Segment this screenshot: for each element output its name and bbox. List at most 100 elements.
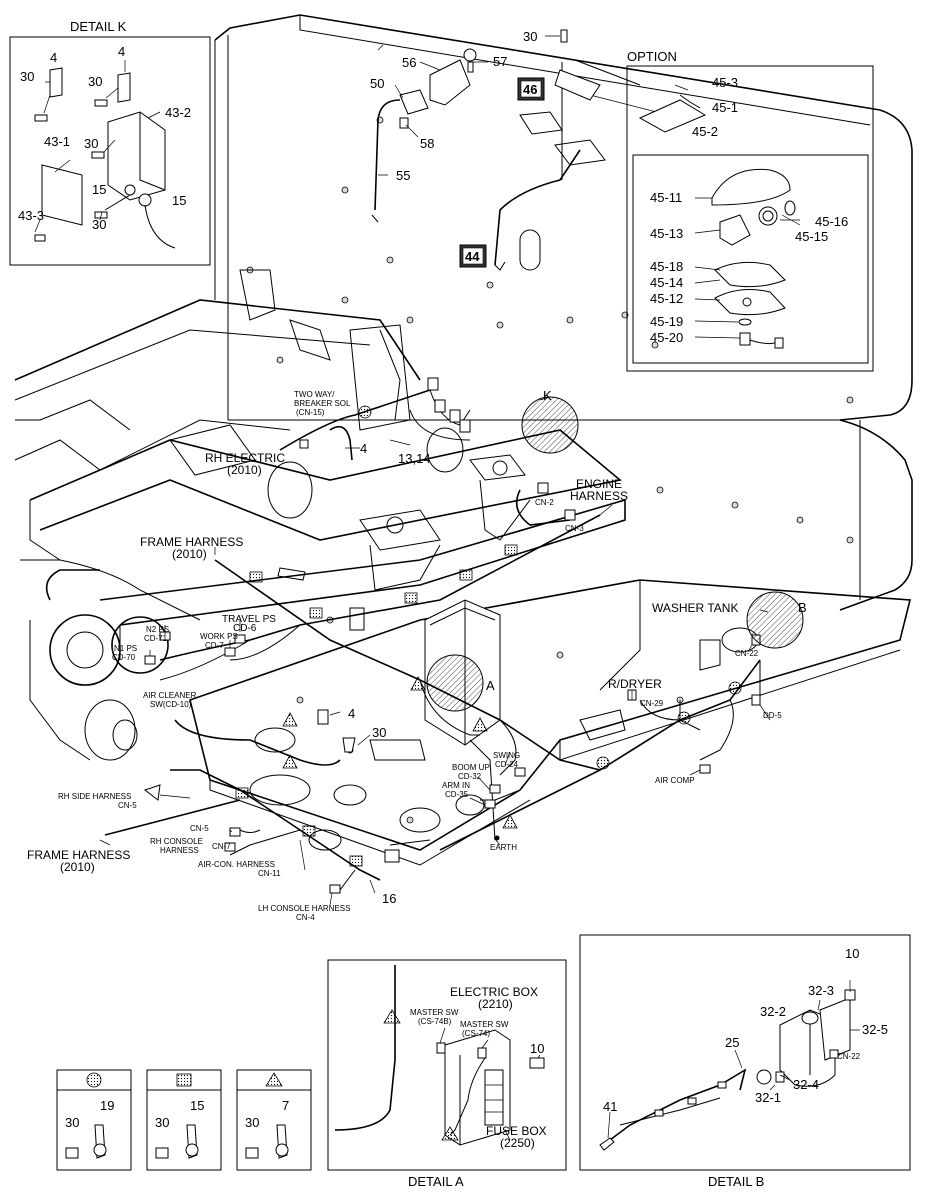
connector-label: CN-3 — [565, 524, 584, 533]
part-label: 46 — [523, 82, 537, 97]
detail-a-label: FUSE BOX — [486, 1124, 547, 1138]
connector-label: SWING — [493, 751, 520, 760]
detail-a-label: (2250) — [500, 1136, 535, 1150]
connector-label: CN-4 — [296, 913, 315, 922]
connector-label: CN-22 — [735, 649, 759, 658]
detail-a-title: DETAIL A — [408, 1174, 464, 1189]
engine-harness-label: ENGINE — [576, 477, 622, 491]
connector-label: LH CONSOLE HARNESS — [258, 904, 350, 913]
connector-label: DD-5 — [763, 711, 782, 720]
legend-clamp-circle — [56, 1069, 132, 1171]
detail-b-marker-circle — [746, 591, 804, 649]
detail-a-label: ELECTRIC BOX — [450, 985, 538, 999]
wire-harness — [104, 59, 761, 891]
part-label: 56 — [402, 55, 416, 70]
detail-a-panel — [327, 959, 567, 1171]
clamp-symbols — [235, 405, 742, 867]
connector-label: CN-5 — [190, 824, 209, 833]
washer-tank-label: WASHER TANK — [652, 601, 738, 615]
detail-b-marker: B — [798, 600, 807, 615]
two-way-sol-label: (CN-15) — [296, 408, 325, 417]
air-cleaner-label: SW(CD-10) — [150, 700, 192, 709]
option-label: 45-19 — [650, 314, 683, 329]
detail-a-marker-circle — [426, 654, 484, 712]
connector-label: N1 PS — [114, 644, 137, 653]
part-label: 58 — [420, 136, 434, 151]
option-label: 45-18 — [650, 259, 683, 274]
detail-k-label: 15 — [92, 182, 106, 197]
two-way-sol-label: TWO WAY/ — [294, 390, 335, 399]
connector-label: WORK PS — [200, 632, 238, 641]
detail-b-label: 41 — [603, 1099, 617, 1114]
connector-label: CD-7 — [205, 641, 224, 650]
callout-label: 30 — [372, 725, 386, 740]
two-way-sol-label: BREAKER SOL — [294, 399, 351, 408]
detail-k-marker: K — [543, 388, 552, 403]
part-label: 57 — [493, 54, 507, 69]
detail-a-label: MASTER SW — [460, 1020, 509, 1029]
connector-label: BOOM UP — [452, 763, 490, 772]
detail-k-label: 43-2 — [165, 105, 191, 120]
legend-clamp-triangle — [236, 1069, 312, 1171]
detail-b-label: 32-3 — [808, 983, 834, 998]
detail-b-title: DETAIL B — [708, 1174, 764, 1189]
main-frame-drawing — [14, 14, 913, 866]
legend-label: 30 — [155, 1115, 169, 1130]
connector-label: N2 PS — [146, 625, 169, 634]
connector-label: RH CONSOLE — [150, 837, 203, 846]
detail-b-label: 32-5 — [862, 1022, 888, 1037]
legend-label: 19 — [100, 1098, 114, 1113]
part-label: 50 — [370, 76, 384, 91]
detail-b-label: 32-2 — [760, 1004, 786, 1019]
detail-k-label: 30 — [84, 136, 98, 151]
legend-label: 15 — [190, 1098, 204, 1113]
detail-b-label: 32-4 — [793, 1077, 819, 1092]
detail-k-title: DETAIL K — [70, 19, 127, 34]
legend-label: 7 — [282, 1098, 289, 1113]
option-label: 45-16 — [815, 214, 848, 229]
detail-a-label: (CS-74) — [462, 1029, 490, 1038]
option-label: 45-3 — [712, 75, 738, 90]
connector-label: RH SIDE HARNESS — [58, 792, 131, 801]
detail-a-label: 10 — [530, 1041, 544, 1056]
option-label: 45-15 — [795, 229, 828, 244]
detail-a-label: (2210) — [478, 997, 513, 1011]
legend-label: 30 — [245, 1115, 259, 1130]
callout-label: 16 — [382, 891, 396, 906]
rdryer-label: R/DRYER — [608, 677, 662, 691]
option-label: 45-2 — [692, 124, 718, 139]
option-label: 45-13 — [650, 226, 683, 241]
detail-a-marker: A — [486, 678, 495, 693]
top-relay-parts — [399, 29, 601, 268]
air-cleaner-label: AIR CLEANER — [143, 691, 197, 700]
detail-k-label: 4 — [50, 50, 57, 65]
connector-label: CD-71 — [144, 634, 168, 643]
frame-harness-label: FRAME HARNESS — [140, 535, 243, 549]
frame-harness-label: FRAME HARNESS — [27, 848, 130, 862]
connector-label: AIR-CON. HARNESS — [198, 860, 275, 869]
option-label: 45-20 — [650, 330, 683, 345]
option-label: 45-12 — [650, 291, 683, 306]
connector-label: CN-5 — [118, 801, 137, 810]
connector-label: CN-29 — [640, 699, 664, 708]
detail-b-label: 32-1 — [755, 1090, 781, 1105]
connector-label: ARM IN — [442, 781, 470, 790]
callout-label: 4 — [360, 441, 367, 456]
rh-electric-label: RH ELECTRIC — [205, 451, 285, 465]
part-label: 55 — [396, 168, 410, 183]
detail-k-marker-circle — [521, 396, 579, 454]
detail-b-panel — [579, 934, 911, 1171]
leader-lines — [99, 35, 771, 906]
connector-label: CD-32 — [458, 772, 482, 781]
connector-label: CN-2 — [535, 498, 554, 507]
engine-harness-label: HARNESS — [570, 489, 628, 503]
frame-harness-label: (2010) — [172, 547, 207, 561]
connectors — [143, 377, 761, 894]
detail-a-label: (CS-74B) — [418, 1017, 452, 1026]
connector-label: AIR COMP — [655, 776, 695, 785]
frame-harness-label: (2010) — [60, 860, 95, 874]
option-title: OPTION — [627, 49, 677, 64]
callout-label: 4 — [348, 706, 355, 721]
detail-k-panel — [9, 36, 211, 266]
